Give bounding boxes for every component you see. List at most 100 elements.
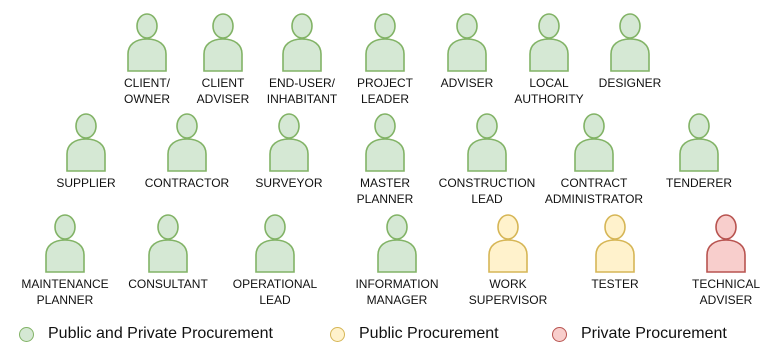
person-icon: [365, 13, 405, 72]
person-head: [604, 214, 626, 240]
role-label: MAINTENANCE PLANNER: [5, 276, 125, 308]
person-body: [167, 138, 207, 172]
person-head: [374, 13, 396, 39]
person-icon: [45, 214, 85, 273]
role-label-line1: MAINTENANCE: [21, 277, 109, 291]
person-body: [447, 38, 487, 72]
role-label-line1: TESTER: [591, 277, 639, 291]
person-icon: [574, 113, 614, 172]
role-label: CONTRACTOR: [127, 175, 247, 191]
role-label-line1: END-USER/: [268, 76, 335, 90]
person-body: [610, 38, 650, 72]
person-head: [456, 13, 478, 39]
person-icon: [282, 13, 322, 72]
person-body: [365, 138, 405, 172]
person-icon: [595, 214, 635, 273]
person-body: [148, 239, 188, 273]
person-body: [66, 138, 106, 172]
legend-label: Public and Private Procurement: [48, 325, 273, 342]
role-label-line1: CONTRACTOR: [144, 176, 230, 190]
role-label-line2: LEADER: [360, 92, 410, 106]
role-label-line2: ADMINISTRATOR: [544, 192, 644, 206]
person-head: [157, 214, 179, 240]
role-label: ADVISER: [407, 75, 527, 91]
person-head: [54, 214, 76, 240]
role-label: END-USER/INHABITANT: [242, 75, 362, 107]
role-label-line1: SURVEYOR: [255, 176, 323, 190]
role-label-line2: PLANNER: [36, 293, 94, 307]
person-body: [269, 138, 309, 172]
person-body: [255, 239, 295, 273]
person-head: [583, 113, 605, 139]
role-label: CLIENT/OWNER: [87, 75, 207, 107]
role-label: WORK SUPERVISOR: [448, 276, 568, 308]
legend-item-green: Public and Private Procurement: [19, 323, 273, 345]
person-head: [136, 13, 158, 39]
person-icon: [488, 214, 528, 273]
person-icon: [706, 214, 746, 273]
person-head: [715, 214, 737, 240]
person-head: [476, 113, 498, 139]
legend-label: Public Procurement: [359, 325, 499, 342]
person-head: [374, 113, 396, 139]
role-label-line2: MANAGER: [366, 293, 428, 307]
person-body: [706, 239, 746, 273]
person-icon: [66, 113, 106, 172]
role-label-line1: CONSULTANT: [128, 277, 208, 291]
person-icon: [167, 113, 207, 172]
person-icon: [255, 214, 295, 273]
person-body: [574, 138, 614, 172]
role-label-line2: INHABITANT: [266, 92, 338, 106]
role-label-line1: CONTRACT: [560, 176, 628, 190]
role-label-line2: LEAD: [471, 192, 503, 206]
role-label-line1: OPERATIONAL: [232, 277, 318, 291]
person-head: [688, 113, 710, 139]
person-head: [497, 214, 519, 240]
legend-label: Private Procurement: [581, 325, 727, 342]
role-label-line2: ADVISER: [196, 92, 250, 106]
person-head: [176, 113, 198, 139]
role-label-line1: CLIENT: [201, 76, 245, 90]
role-label-line1: ADVISER: [440, 76, 494, 90]
role-label-line1: LOCAL: [529, 76, 569, 90]
legend-swatch-icon: [552, 326, 567, 342]
legend-swatch-icon: [19, 326, 34, 342]
role-label: MASTER PLANNER: [325, 175, 445, 207]
person-head: [278, 113, 300, 139]
role-label-line1: CONSTRUCTION: [438, 176, 536, 190]
role-label: TESTER: [555, 276, 675, 292]
role-label-line1: PROJECT: [356, 76, 413, 90]
person-body: [282, 38, 322, 72]
person-head: [212, 13, 234, 39]
role-label: PROJECT LEADER: [325, 75, 445, 107]
person-head: [619, 13, 641, 39]
person-icon: [529, 13, 569, 72]
role-label-line1: DESIGNER: [598, 76, 662, 90]
person-icon: [203, 13, 243, 72]
role-label-line1: WORK: [489, 277, 527, 291]
role-label: CONSULTANT: [108, 276, 228, 292]
role-label-line1: TECHNICAL: [691, 277, 760, 291]
person-head: [291, 13, 313, 39]
person-body: [467, 138, 507, 172]
person-body: [529, 38, 569, 72]
role-label: CLIENT ADVISER: [163, 75, 283, 107]
role-label-line1: MASTER: [359, 176, 410, 190]
person-icon: [467, 113, 507, 172]
person-body: [488, 239, 528, 273]
role-label-line2: LEAD: [259, 293, 291, 307]
role-label: SUPPLIER: [26, 175, 146, 191]
role-label-line2: PLANNER: [356, 192, 414, 206]
person-head: [386, 214, 408, 240]
person-body: [377, 239, 417, 273]
role-label: DESIGNER: [570, 75, 690, 91]
role-label-line1: SUPPLIER: [56, 176, 116, 190]
person-body: [595, 239, 635, 273]
legend-item-yellow: Public Procurement: [330, 323, 499, 345]
role-label: SURVEYOR: [229, 175, 349, 191]
role-label-line2: SUPERVISOR: [468, 293, 548, 307]
